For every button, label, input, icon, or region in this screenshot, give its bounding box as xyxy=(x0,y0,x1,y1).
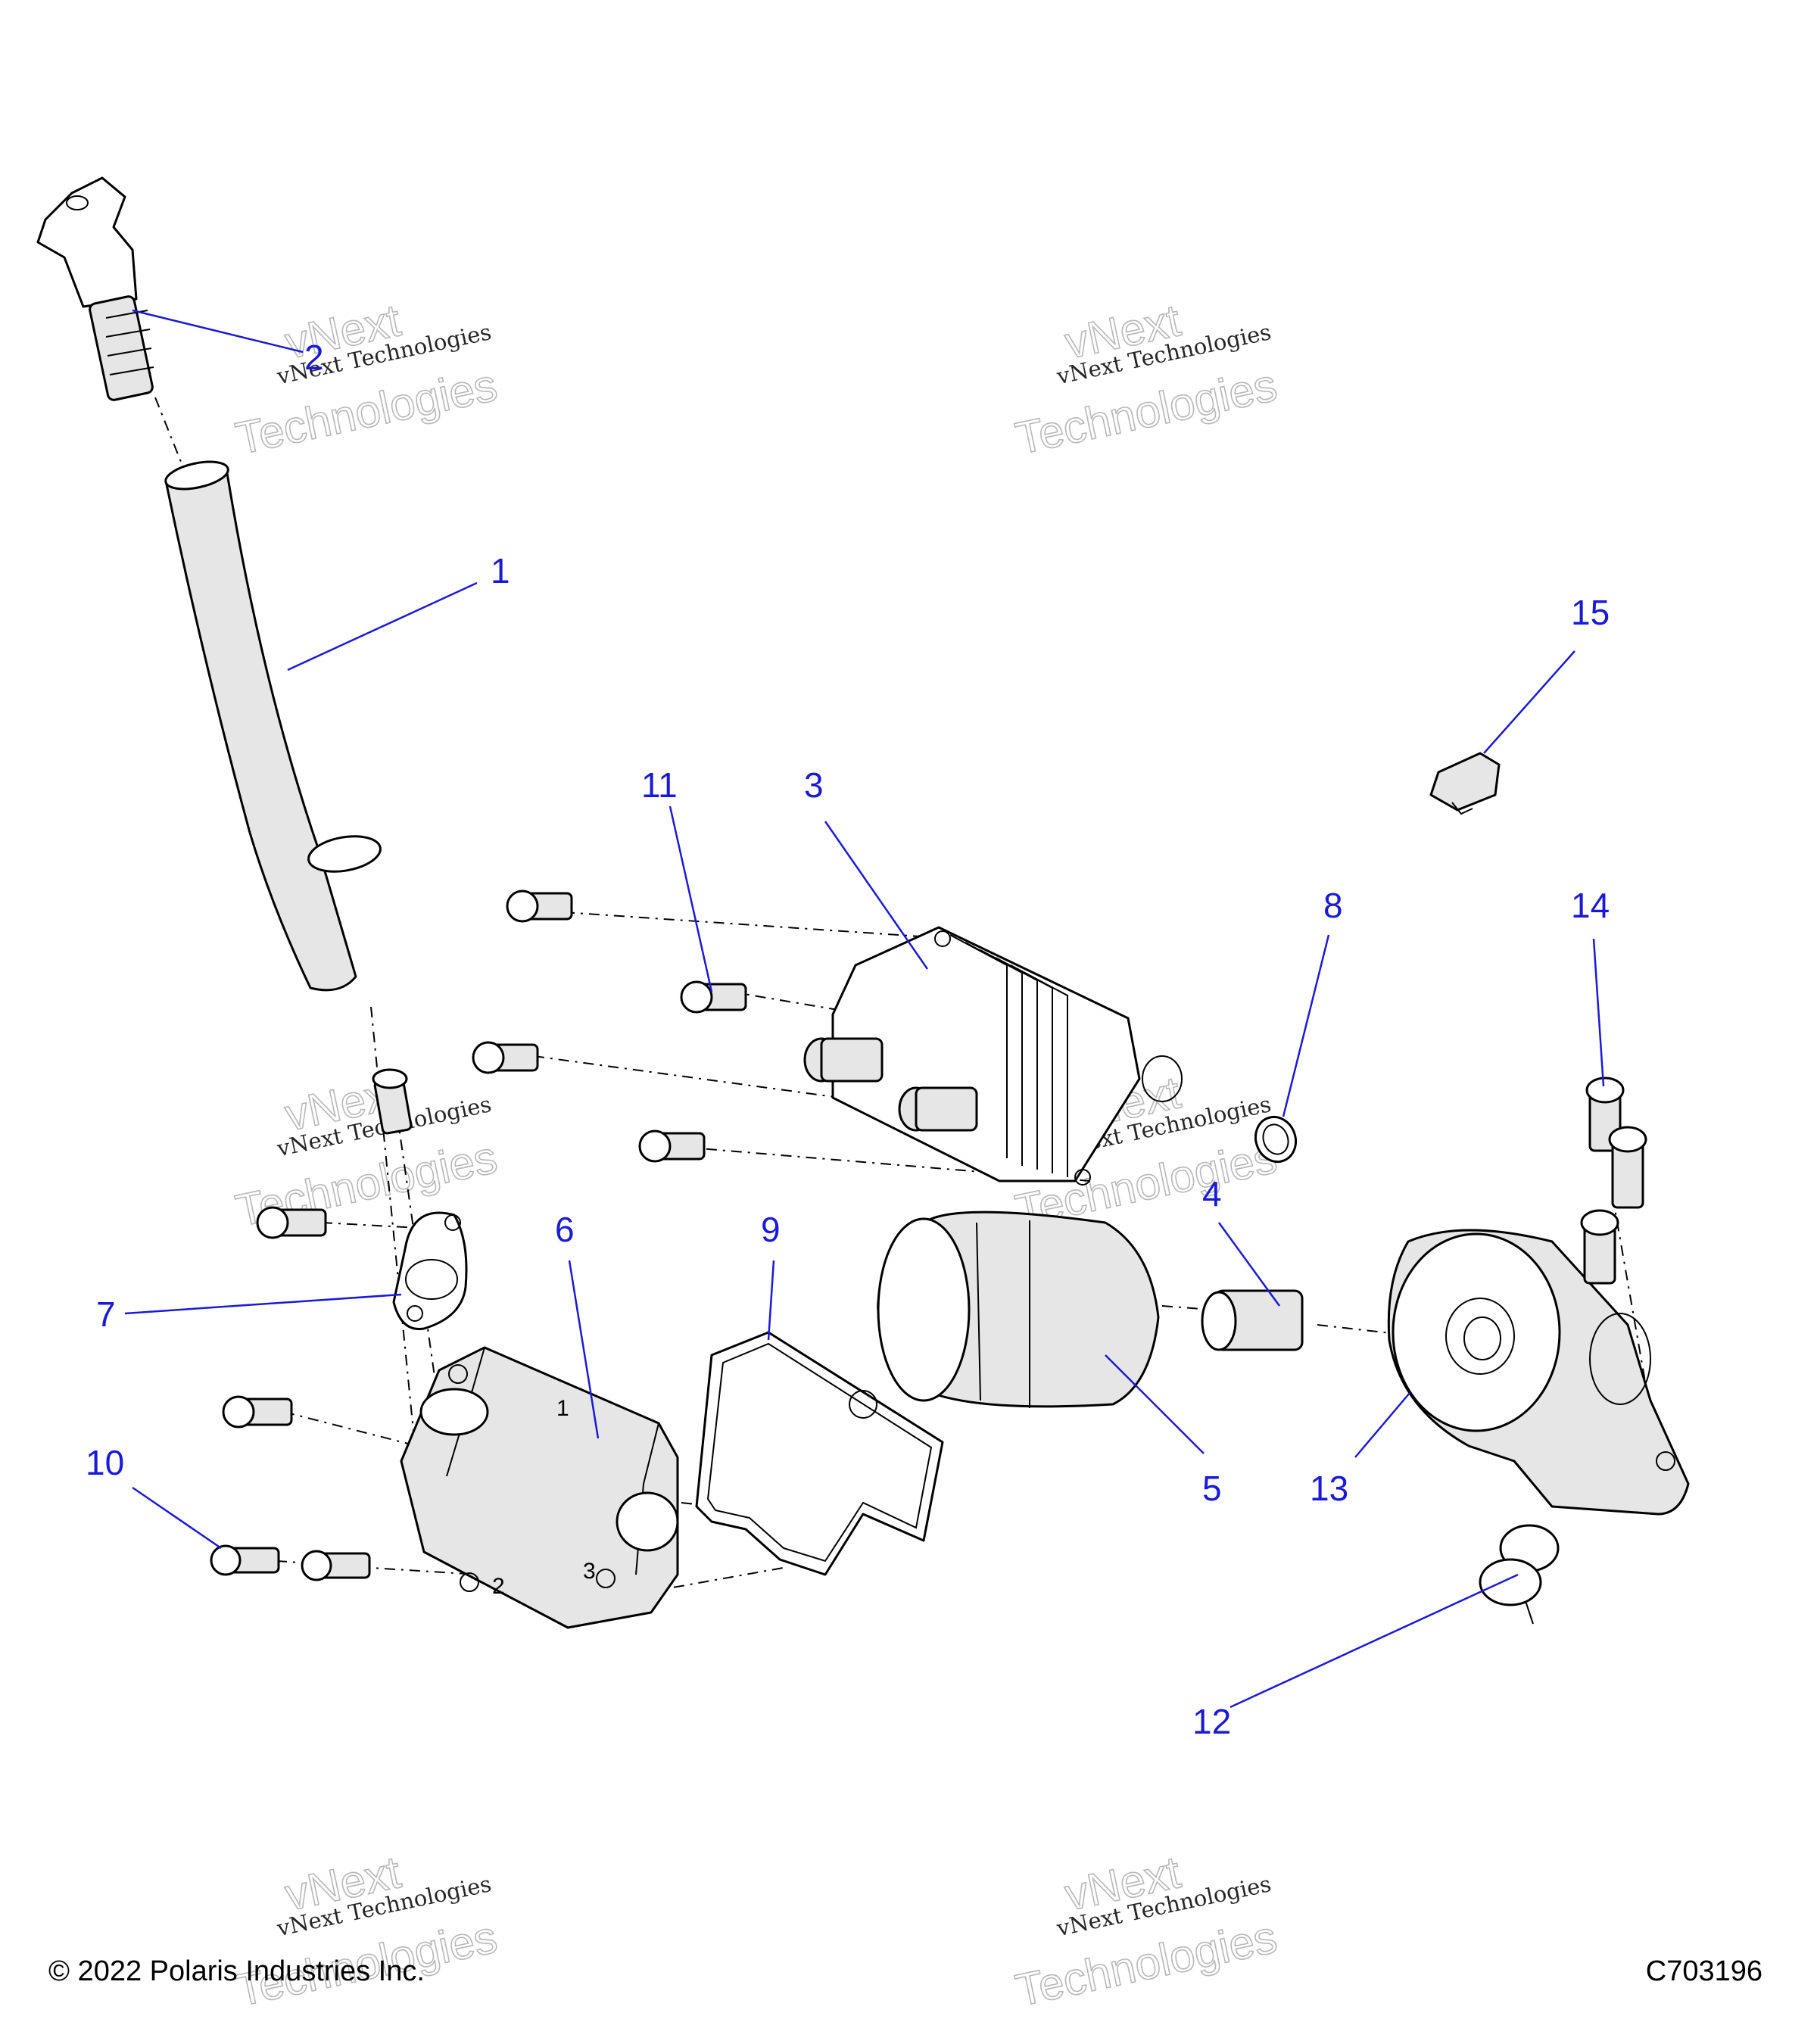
leader-lines xyxy=(124,309,1605,1709)
callout-2: 2 xyxy=(304,338,324,377)
filter-spacer xyxy=(1201,1289,1304,1351)
bolt-6 xyxy=(222,1395,293,1429)
drawing-number: C703196 xyxy=(1645,1955,1762,1987)
svg-text:Technologies: Technologies xyxy=(1011,360,1282,464)
callout-10: 10 xyxy=(86,1443,124,1482)
callout-15: 15 xyxy=(1571,593,1610,632)
callouts: 1 2 3 4 5 6 7 8 9 10 11 12 13 14 15 xyxy=(86,338,1610,1741)
bolt-11d xyxy=(638,1129,706,1163)
callout-7: 7 xyxy=(96,1295,116,1334)
svg-text:Technologies: Technologies xyxy=(1011,1912,1282,2016)
callout-11: 11 xyxy=(641,765,678,805)
bolt-11a xyxy=(506,890,573,923)
callout-5: 5 xyxy=(1202,1469,1222,1508)
filter-adapter xyxy=(1387,1229,1690,1516)
cap-plug xyxy=(1429,752,1501,815)
oil-cooler xyxy=(803,926,1183,1186)
callout-8: 8 xyxy=(1323,886,1343,925)
callout-12: 12 xyxy=(1192,1702,1231,1741)
copyright-notice: © 2022 Polaris Industries Inc. xyxy=(48,1955,425,1987)
housing-mark-1: 1 xyxy=(556,1396,569,1421)
tube-flange-gasket xyxy=(392,1211,468,1331)
svg-text:Technologies: Technologies xyxy=(232,360,502,464)
callout-6: 6 xyxy=(555,1210,575,1249)
dipstick-handle xyxy=(36,176,154,401)
bolt-14b xyxy=(1608,1126,1647,1209)
retaining-clip xyxy=(1479,1524,1560,1625)
bolt-11c xyxy=(472,1041,539,1074)
watermark: vNext Technologies vNext Technologies xyxy=(231,1066,502,1236)
bolt-10b xyxy=(301,1550,371,1581)
filter-housing: 2 3 1 xyxy=(400,1346,679,1629)
dipstick-tube xyxy=(164,460,382,992)
callout-9: 9 xyxy=(761,1210,781,1249)
watermark: vNext Technologies vNext Technologies xyxy=(1011,294,1282,464)
o-ring xyxy=(1254,1115,1297,1164)
watermark: vNext Technologies vNext Technologies xyxy=(1011,1846,1282,2016)
stud-bolt xyxy=(372,1068,413,1135)
oil-filter xyxy=(877,1211,1160,1408)
callout-14: 14 xyxy=(1571,886,1610,925)
bolt-7 xyxy=(256,1206,327,1239)
callout-4: 4 xyxy=(1202,1174,1222,1214)
callout-1: 1 xyxy=(491,551,510,590)
bolt-11b xyxy=(680,980,747,1014)
callout-3: 3 xyxy=(804,765,824,805)
watermark: vNext Technologies vNext Technologies xyxy=(231,294,502,464)
bolt-14c xyxy=(1580,1209,1619,1285)
housing-mark-2: 2 xyxy=(492,1574,505,1599)
bolt-10a xyxy=(210,1544,280,1576)
callout-13: 13 xyxy=(1310,1469,1348,1508)
housing-mark-3: 3 xyxy=(583,1559,596,1584)
housing-gasket xyxy=(695,1331,944,1576)
